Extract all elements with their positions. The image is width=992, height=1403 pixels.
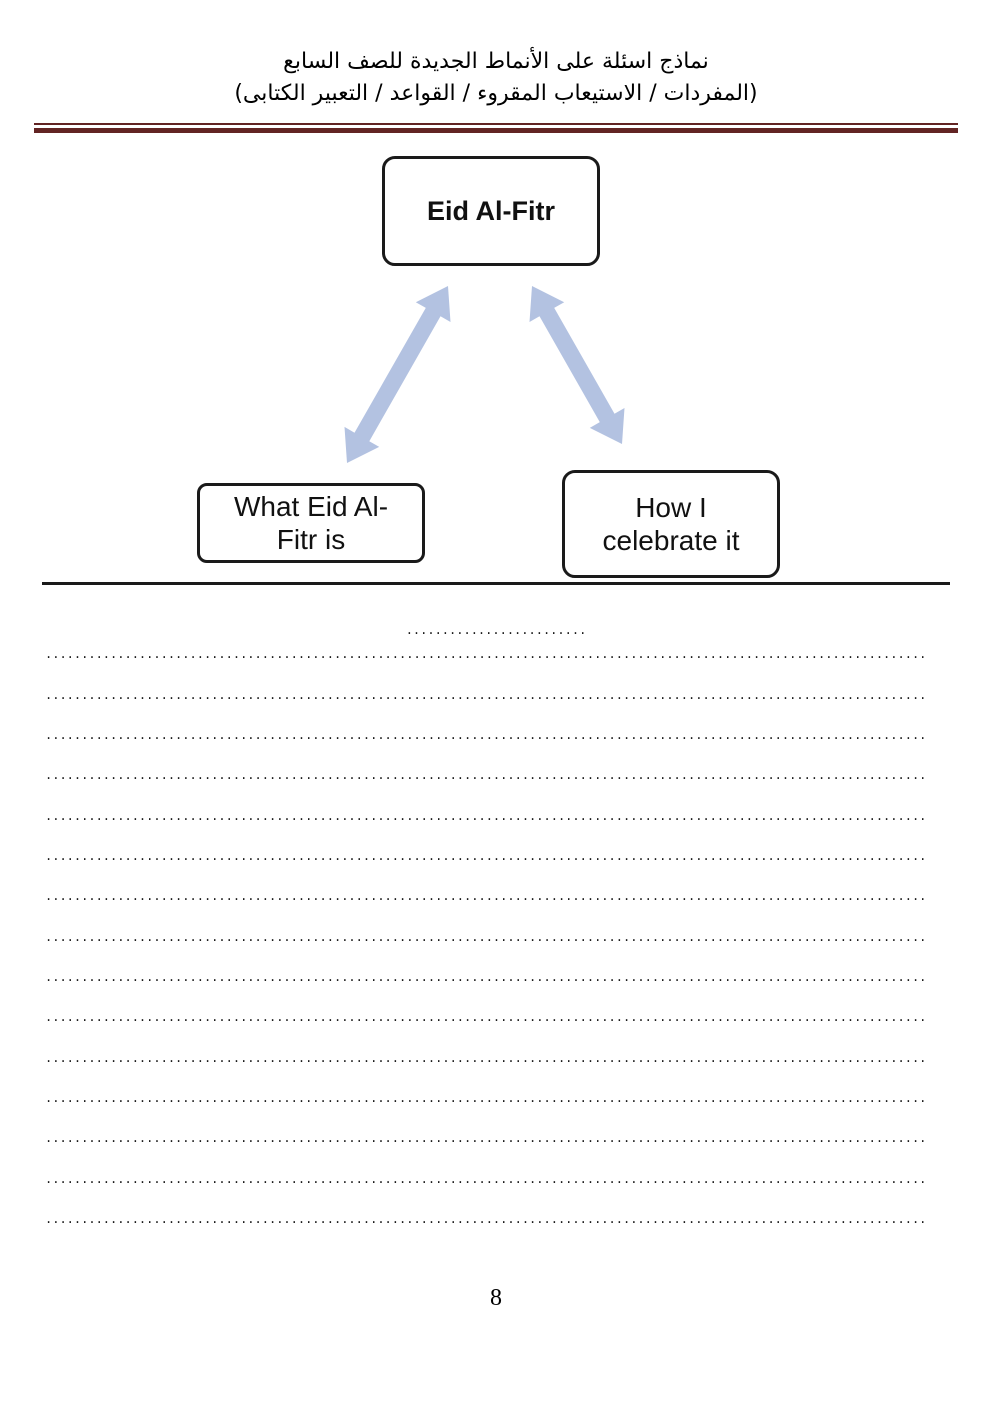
writing-line: ........................................… (45, 902, 947, 943)
header-divider-rule (34, 123, 958, 133)
writing-line: ........................................… (45, 822, 947, 862)
page-footer: 8 (0, 1285, 992, 1312)
section-rule-line (42, 582, 950, 585)
dotted-line-dots: ........................................… (45, 768, 927, 782)
dotted-line-dots: ........................................… (45, 1211, 927, 1225)
writing-line: ........................................… (45, 741, 947, 781)
dotted-line-dots: ........................................… (45, 687, 927, 701)
diagram-box-what-eid-al-fitr-is: What Eid Al- Fitr is (197, 483, 425, 563)
dotted-line-dots: ........................................… (45, 929, 927, 943)
dotted-line-dots: ........................................… (45, 848, 927, 862)
dotted-line-dots: ......................... (405, 623, 587, 637)
writing-line: ........................................… (45, 1064, 947, 1104)
dotted-line-dots: ........................................… (45, 1050, 927, 1064)
dotted-line-dots: ........................................… (45, 1010, 927, 1024)
writing-line: ........................................… (45, 983, 947, 1023)
dotted-line-dots: ........................................… (45, 647, 927, 661)
writing-line: ........................................… (45, 660, 947, 701)
writing-line: ........................................… (45, 620, 947, 660)
diagram-box-label-line1: How I (635, 492, 707, 523)
writing-line: ........................................… (45, 1144, 947, 1185)
writing-line: ........................................… (45, 701, 947, 741)
diagram-box-label-line2: celebrate it (602, 525, 740, 556)
writing-line: ........................................… (45, 781, 947, 822)
diagram-box-label-line2: Fitr is (276, 524, 346, 555)
writing-line: ........................................… (45, 1104, 947, 1144)
dotted-line-dots: ........................................… (45, 1090, 927, 1104)
diagram-box-label: Eid Al-Fitr (427, 196, 555, 226)
diagram-arrows (344, 286, 625, 463)
dotted-line-dots: ........................................… (45, 889, 927, 903)
writing-line: ........................................… (45, 862, 947, 902)
writing-line: ........................................… (45, 943, 947, 983)
dotted-line-dots: ........................................… (45, 1131, 927, 1145)
writing-line: ........................................… (45, 1023, 947, 1064)
diagram-box-label-line1: What Eid Al- (233, 491, 389, 522)
diagram-box-how-i-celebrate-it: How I celebrate it (562, 470, 780, 578)
page-header: نماذج اسئلة على الأنماط الجديدة للصف الس… (0, 46, 992, 110)
double-arrow-left-icon (344, 286, 451, 463)
double-arrow-right-icon (529, 286, 625, 444)
dotted-line-dots: ........................................… (45, 727, 927, 741)
page-number: 8 (490, 1285, 502, 1311)
writing-lines: ........................................… (45, 620, 947, 1225)
header-title-line1: نماذج اسئلة على الأنماط الجديدة للصف الس… (283, 49, 709, 74)
dotted-line-dots: ........................................… (45, 808, 927, 822)
writing-line: ........................................… (45, 1185, 947, 1225)
dotted-line-dots: ........................................… (45, 969, 927, 983)
short-dotted-line: ......................... (0, 616, 992, 636)
header-title-line2: (المفردات / الاستيعاب المقروء / القواعد … (234, 81, 758, 106)
diagram-box-eid-al-fitr: Eid Al-Fitr (382, 156, 600, 266)
dotted-line-dots: ........................................… (45, 1171, 927, 1185)
